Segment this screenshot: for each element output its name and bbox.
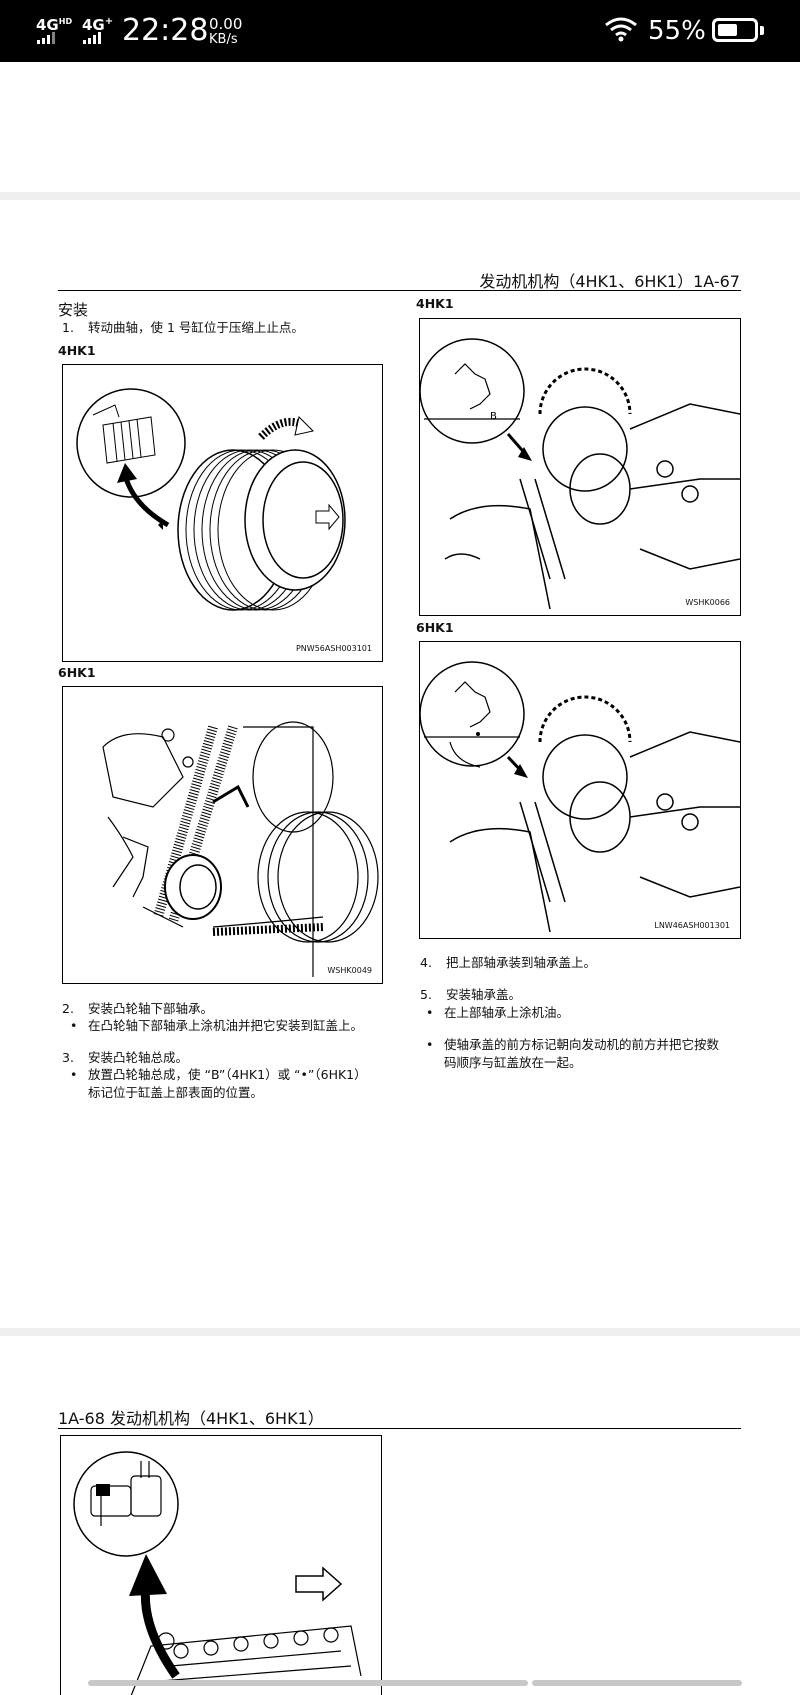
figure-code: PNW56ASH003101 bbox=[295, 644, 372, 653]
figure-label-6hk1: 6HK1 bbox=[58, 665, 96, 680]
step-5-bullet-1: •在上部轴承上涂机油。 bbox=[426, 1005, 570, 1020]
step-3-bullet-continued: 标记位于缸盖上部表面的位置。 bbox=[88, 1085, 264, 1100]
header-rule bbox=[58, 1428, 741, 1429]
figure-crankshaft-pulley: PNW56ASH003101 bbox=[62, 364, 383, 662]
figure-label-6hk1: 6HK1 bbox=[416, 620, 454, 635]
step-5-bullet-2: •使轴承盖的前方标记朝向发动机的前方并把它按数 bbox=[426, 1037, 720, 1052]
figure-crank-pulley-6hk1: WSHK0049 bbox=[62, 686, 383, 984]
step-5-bullet-2-continued: 码顺序与缸盖放在一起。 bbox=[444, 1055, 582, 1070]
step-5: 5.安装轴承盖。 bbox=[420, 987, 522, 1002]
figure-code: LNW46ASH001301 bbox=[654, 921, 730, 930]
horizontal-scrollbar[interactable] bbox=[88, 1680, 528, 1686]
horizontal-scrollbar-segment[interactable] bbox=[532, 1680, 742, 1686]
figure-camshaft-bearing-caps bbox=[60, 1435, 382, 1695]
page-separator bbox=[0, 192, 800, 200]
battery-icon bbox=[712, 18, 764, 42]
status-bar: 4GHD 4G+ 22:28 0.00 KB/s 55% bbox=[0, 0, 800, 62]
battery-percent: 55% bbox=[648, 16, 706, 46]
figure-label-4hk1: 4HK1 bbox=[416, 296, 454, 311]
header-rule bbox=[58, 290, 741, 291]
figure-camshaft-6hk1: LNW46ASH001301 bbox=[419, 641, 741, 939]
page-header: 1A-68 发动机机构（4HK1、6HK1） bbox=[58, 1409, 324, 1428]
figure-label-4hk1: 4HK1 bbox=[58, 343, 96, 358]
figure-code: WSHK0049 bbox=[327, 966, 372, 975]
network-indicator-2: 4G+ bbox=[82, 16, 114, 34]
network-speed: 0.00 KB/s bbox=[209, 15, 243, 47]
step-1: 1.转动曲轴，使 1 号缸位于压缩上止点。 bbox=[62, 320, 304, 335]
page-header: 发动机机构（4HK1、6HK1）1A-67 bbox=[479, 272, 740, 291]
section-title: 安装 bbox=[58, 301, 89, 319]
step-3-bullet: •放置凸轮轴总成，使 “B”（4HK1）或 “•”（6HK1） bbox=[70, 1067, 367, 1082]
step-2: 2.安装凸轮轴下部轴承。 bbox=[62, 1001, 214, 1016]
signal-bars-1-icon bbox=[37, 32, 55, 44]
step-2-bullet: •在凸轮轴下部轴承上涂机油并把它安装到缸盖上。 bbox=[70, 1018, 364, 1033]
step-3: 3.安装凸轮轴总成。 bbox=[62, 1050, 189, 1065]
wifi-icon bbox=[604, 16, 638, 46]
clock: 22:28 bbox=[122, 13, 209, 48]
step-4: 4.把上部轴承装到轴承盖上。 bbox=[420, 955, 597, 970]
page-separator bbox=[0, 1328, 800, 1336]
figure-code: WSHK0066 bbox=[685, 598, 730, 607]
figure-camshaft-4hk1: B WSHK0066 bbox=[419, 318, 741, 616]
signal-bars-2-icon bbox=[83, 32, 101, 44]
network-indicator-1: 4GHD bbox=[36, 16, 73, 34]
svg-text:B: B bbox=[490, 411, 497, 422]
